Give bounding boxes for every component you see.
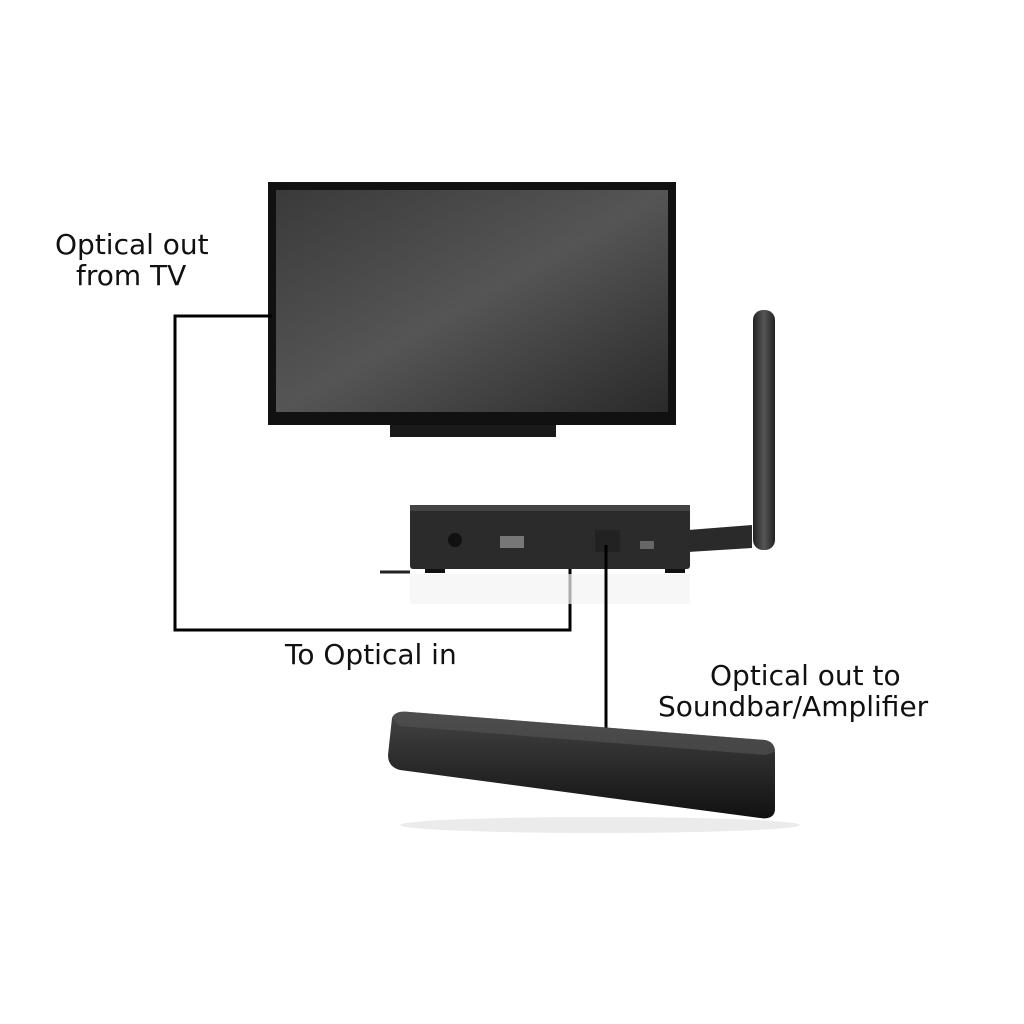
optical-port [595, 530, 620, 552]
tv [268, 182, 676, 437]
mode-switch [500, 536, 524, 548]
label-to-optical-in: To Optical in [285, 638, 457, 671]
antenna [688, 310, 775, 552]
label-optical-out-to-soundbar-line2: Soundbar/Amplifier [658, 690, 929, 723]
receiver-box [380, 505, 690, 604]
label-optical-out-from-tv-line1: Optical out [55, 228, 209, 261]
soundbar [388, 711, 800, 833]
label-optical-out-to-soundbar-line1: Optical out to [710, 659, 901, 692]
audio-jack-port [448, 533, 462, 547]
label-optical-out-from-tv-line2: from TV [76, 259, 187, 292]
power-port [640, 541, 654, 549]
